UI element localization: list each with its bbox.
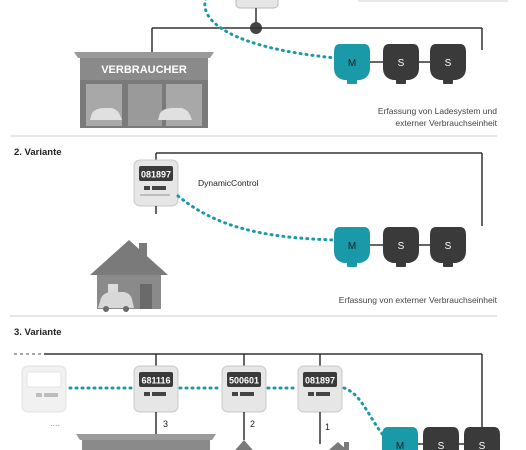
variant-1-section: VERBRAUCHER M S S Erfassung von Ladesyst… (74, 0, 508, 128)
v1-car-left-icon (90, 108, 122, 120)
v1-charger-slave-label: S (445, 58, 452, 69)
v3-meter-c: 081897 (297, 365, 343, 413)
v3-branch-number-3: 3 (163, 419, 168, 429)
v3-ellipsis: .... (50, 418, 60, 428)
v3-charger-slave-label: S (438, 441, 445, 450)
v1-charger-slave-label: S (398, 58, 405, 69)
variant-2-section: 2. Variante 081897 DynamicControl (14, 147, 498, 312)
v1-charger-slave-1: S (383, 44, 419, 84)
v3-charger-main-label: M (396, 441, 404, 450)
v2-meter-label: DynamicControl (198, 178, 259, 188)
v1-building: VERBRAUCHER (74, 52, 214, 128)
v1-car-right-icon (158, 108, 192, 120)
v3-meter-a-display: 681116 (141, 376, 170, 386)
variant-3-section: 3. Variante .... 681116 (14, 327, 500, 450)
v3-controller-faded (21, 365, 67, 413)
v2-meter-display: 081897 (141, 170, 171, 180)
v1-top-right-box (358, 0, 508, 2)
v1-charger-slave-2: S (430, 44, 466, 84)
v1-charger-main: M (334, 44, 370, 84)
v2-heading: 2. Variante (14, 147, 62, 158)
v3-meter-b-display: 500601 (229, 376, 259, 386)
v2-car-icon (98, 292, 134, 308)
v1-caption-line1: Erfassung von Ladesystem und (378, 106, 497, 116)
v3-charger-main: M (382, 427, 418, 450)
v3-charger-slave-1: S (423, 427, 459, 450)
v3-building (76, 434, 216, 450)
v2-charger-slave-label: S (398, 241, 405, 252)
v3-teal-link-4 (342, 386, 386, 438)
v3-branch-number-1: 1 (325, 422, 330, 432)
v3-meter-b: 500601 (221, 365, 267, 413)
v2-charger-main: M (334, 227, 370, 267)
v1-meter-stub (235, 0, 279, 9)
v2-charger-main-label: M (348, 241, 356, 252)
v2-house-icon (90, 240, 168, 312)
v2-charger-slave-1: S (383, 227, 419, 267)
v2-meter: 081897 (133, 159, 179, 207)
v3-charger-slave-2: S (464, 427, 500, 450)
v2-caption: Erfassung von externer Verbrauchseinheit (339, 295, 498, 305)
v3-charger-slave-label: S (479, 441, 486, 450)
v2-charger-slave-2: S (430, 227, 466, 267)
v2-teal-link (176, 194, 338, 242)
v3-branch-number-2: 2 (250, 419, 255, 429)
v1-teal-link (203, 0, 338, 60)
v3-meter-c-display: 081897 (305, 376, 335, 386)
v1-building-sign: VERBRAUCHER (101, 64, 187, 76)
v3-heading: 3. Variante (14, 327, 62, 338)
v3-house-2-icon (235, 440, 253, 450)
v2-charger-slave-label: S (445, 241, 452, 252)
v1-caption-line2: externer Verbrauchseinheit (395, 118, 497, 128)
v1-charger-main-label: M (348, 58, 356, 69)
v3-meter-a: 681116 (133, 365, 179, 413)
v3-house-1-icon (328, 442, 349, 450)
